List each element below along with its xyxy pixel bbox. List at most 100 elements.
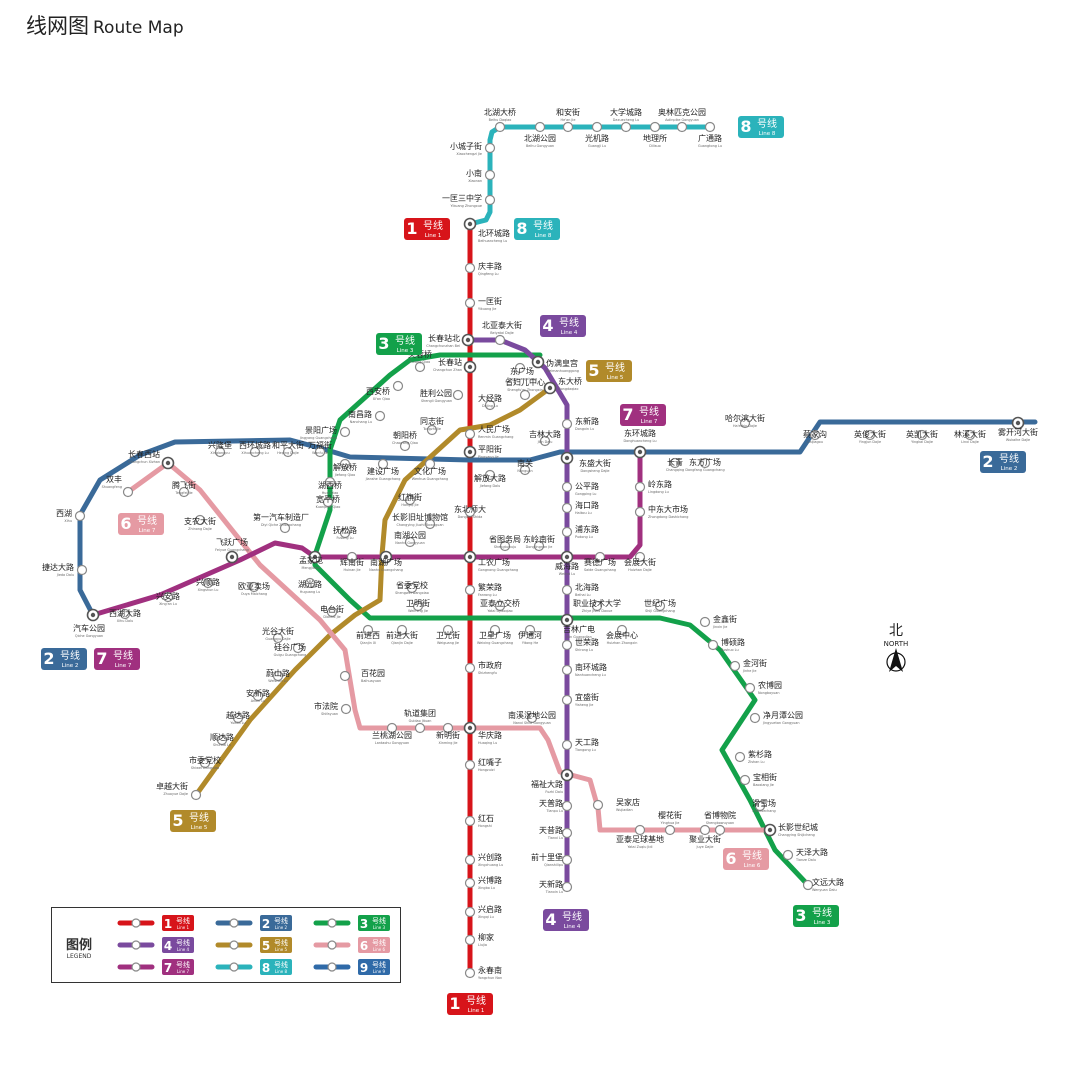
station-label: 兴顺路	[196, 577, 220, 587]
station-label-en: Shizhengfu	[478, 671, 497, 675]
station-label: 硅谷广场	[274, 642, 306, 652]
station-label: 南关	[517, 458, 533, 468]
station-label-en: Shifayuan	[321, 712, 338, 716]
station-label-en: Dongfang Guangchang	[685, 468, 724, 472]
station-label: 同志街	[420, 416, 444, 426]
station-icon	[464, 877, 476, 889]
station-icon	[499, 540, 511, 552]
station-label-en: Caijiagou	[807, 440, 823, 444]
station-label: 亚泰足球基地	[616, 834, 664, 844]
legend-badge	[358, 937, 390, 953]
station-icon	[406, 582, 418, 594]
station-label: 天工路	[575, 737, 599, 747]
line-badge-number: 1	[449, 994, 460, 1013]
station-icon	[561, 481, 573, 493]
station-label-en: Heping Dajie	[277, 451, 299, 455]
station-label-en: Guidao Jituan	[409, 719, 432, 723]
station-label: 北海路	[575, 582, 599, 592]
line-badge-number: 2	[982, 452, 993, 471]
station-label: 腾飞街	[172, 480, 196, 490]
station-label: 宝相街	[753, 772, 777, 782]
station-label: 飞跃广场	[216, 537, 248, 547]
station-label-en: Huaqing Lu	[478, 741, 497, 745]
station-label-en: Changying Shijicheng	[778, 833, 815, 837]
station-icon	[514, 362, 526, 374]
station-label: 天新路	[539, 879, 563, 889]
station-label: 天昔路	[539, 825, 563, 835]
station-label: 长春站	[438, 357, 462, 367]
line-badge-bg	[376, 333, 422, 355]
station-icon	[739, 774, 751, 786]
station-icon	[782, 849, 794, 861]
station-label-en: Donghuancheng Lu	[624, 439, 657, 443]
line-badge-number: 7	[622, 405, 633, 424]
station-label: 长春站北	[428, 333, 460, 343]
station-label-en: Changqing	[666, 468, 684, 472]
station-label: 亚泰立交桥	[480, 598, 520, 608]
line-badge-zh: 号线	[639, 405, 659, 418]
station-label: 世荣路	[575, 637, 599, 647]
station-label: 兴隆堡	[208, 440, 232, 450]
station-label: 卫光街	[436, 630, 460, 640]
station-label: 净月潭公园	[763, 710, 803, 720]
line-badge-bg	[514, 218, 560, 240]
station-label: 人民广场	[478, 424, 510, 434]
station-icon	[669, 457, 681, 469]
station-label: 繁荣路	[478, 582, 502, 592]
station-label: 捷达大路	[42, 562, 74, 572]
transfer-dot	[547, 385, 553, 391]
station-label-en: Nanhuancheng Lu	[575, 673, 606, 677]
station-icon	[744, 682, 756, 694]
station-label: 前进西	[356, 630, 380, 640]
station-label-en: Nanguan	[517, 469, 532, 473]
station-icon	[272, 632, 284, 644]
station-label: 英凯大街	[906, 429, 938, 439]
station-label: 百花园	[361, 668, 385, 678]
station-label-en: Nanxi Shidi Gongyuan	[513, 721, 551, 725]
station-label-en: Yueda Lu	[230, 721, 245, 725]
station-label-en: Diantai Jie	[323, 615, 340, 619]
station-label: 万福街	[308, 440, 332, 450]
station-label-en: Huinan Jie	[343, 568, 360, 572]
line-badge-number: 1	[406, 219, 417, 238]
station-label: 南湖广场	[370, 557, 402, 567]
station-label-en: Xihu Dalu	[117, 619, 133, 623]
station-label: 南环城路	[575, 662, 607, 672]
station-label-en: Diyi Qiche Zhizaochang	[261, 523, 301, 527]
station-label-en: Qianshilipu	[544, 863, 563, 867]
station-label: 岭东路	[648, 479, 672, 489]
